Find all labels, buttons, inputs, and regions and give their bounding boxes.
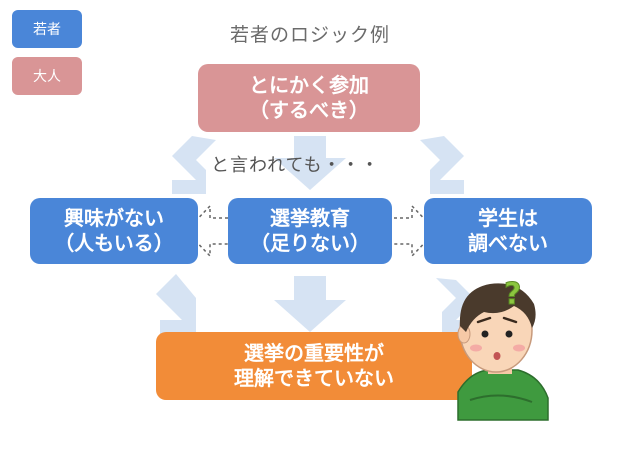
middle-box-right-line-1: 学生は — [478, 206, 538, 230]
arrow-bottom-left — [156, 274, 196, 334]
middle-box-right: 学生は 調べない — [424, 198, 592, 264]
bottom-box-line-1: 選挙の重要性が — [244, 341, 384, 365]
boy-arm — [469, 394, 533, 403]
middle-box-left-line-2: （人もいる） — [54, 231, 174, 255]
middle-box-left-line-1: 興味がない — [64, 206, 164, 230]
bottom-box: 選挙の重要性が 理解できていない — [156, 332, 472, 400]
arrow-top-left — [172, 136, 216, 194]
legend-youth: 若者 — [12, 10, 82, 48]
bottom-box-line-2: 理解できていない — [234, 366, 394, 390]
diagram-title: 若者のロジック例 — [229, 24, 390, 46]
middle-box-right-line-2: 調べない — [468, 231, 548, 255]
legend-adult: 大人 — [12, 57, 82, 95]
arrow-top-center — [274, 136, 346, 190]
arrow-bottom-center — [274, 276, 346, 332]
middle-box-center-line-1: 選挙教育 — [270, 206, 350, 230]
connector-text: と言われても・・・ — [211, 155, 380, 176]
boy-hair — [459, 283, 536, 332]
top-box-line-1: とにかく参加 — [249, 73, 369, 97]
question-mark-icon: ? — [504, 277, 521, 312]
arrow-left-dashed — [184, 204, 235, 258]
top-box-line-2: （するべき） — [249, 98, 369, 122]
top-box: とにかく参加 （するべき） — [198, 64, 420, 132]
arrow-top-right — [420, 136, 464, 194]
middle-box-left: 興味がない （人もいる） — [30, 198, 198, 264]
middle-box-center: 選挙教育 （足りない） — [228, 198, 392, 264]
middle-box-center-line-2: （足りない） — [250, 231, 370, 255]
